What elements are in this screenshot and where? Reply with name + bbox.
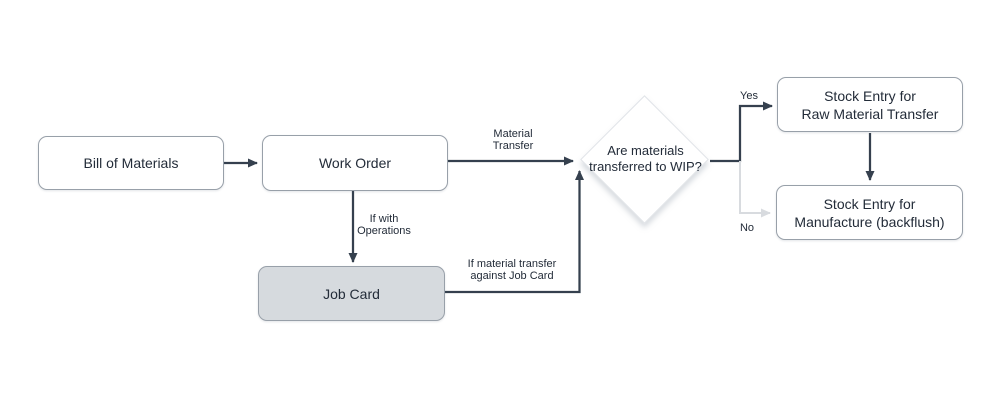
edge-label-line: If with (369, 213, 399, 225)
decision-label-line: Are materials (607, 143, 684, 158)
node-stock-entry-manufacture-backflush: Stock Entry for Manufacture (backflush) (776, 185, 963, 240)
edge-label-line: Material (493, 128, 533, 140)
decision-label-line: transferred to WIP? (589, 159, 702, 174)
edge-label-line: Transfer (492, 140, 534, 152)
node-label: Work Order (318, 155, 392, 171)
edge-label-line: No (739, 222, 755, 234)
edge-job-card-to-decision (445, 170, 584, 294)
node-label: Bill of Materials (83, 155, 179, 171)
edge-label-material-transfer: Material Transfer (493, 128, 534, 152)
node-stock-entry-raw-material-transfer: Stock Entry for Raw Material Transfer (777, 77, 963, 132)
node-label: Raw Material Transfer (801, 105, 939, 122)
edge-label-line: If material transfer (467, 258, 557, 270)
edge-label-if-material-transfer-against-job-card: If material transfer against Job Card (468, 258, 557, 282)
edge-label-line: Operations (357, 225, 411, 237)
edge-label-line: Yes (740, 90, 758, 102)
edge-label-line: against Job Card (470, 270, 554, 282)
node-label: Stock Entry for (823, 195, 916, 212)
edge-label-no: No (740, 222, 754, 234)
node-label: Stock Entry for (824, 87, 916, 104)
edge-decision-no-to-stock-mfg (739, 161, 771, 218)
edge-label-if-with-operations: If with Operations (357, 213, 411, 237)
edge-label-yes: Yes (740, 90, 758, 102)
node-label: Manufacture (backflush) (794, 213, 945, 230)
node-job-card: Job Card (258, 266, 445, 321)
node-work-order: Work Order (262, 135, 448, 191)
node-label: Job Card (323, 285, 380, 302)
edge-decision-yes-to-stock-raw (710, 101, 773, 163)
node-bill-of-materials: Bill of Materials (38, 136, 224, 190)
decision-diamond-label: Are materials transferred to WIP? (585, 143, 706, 175)
